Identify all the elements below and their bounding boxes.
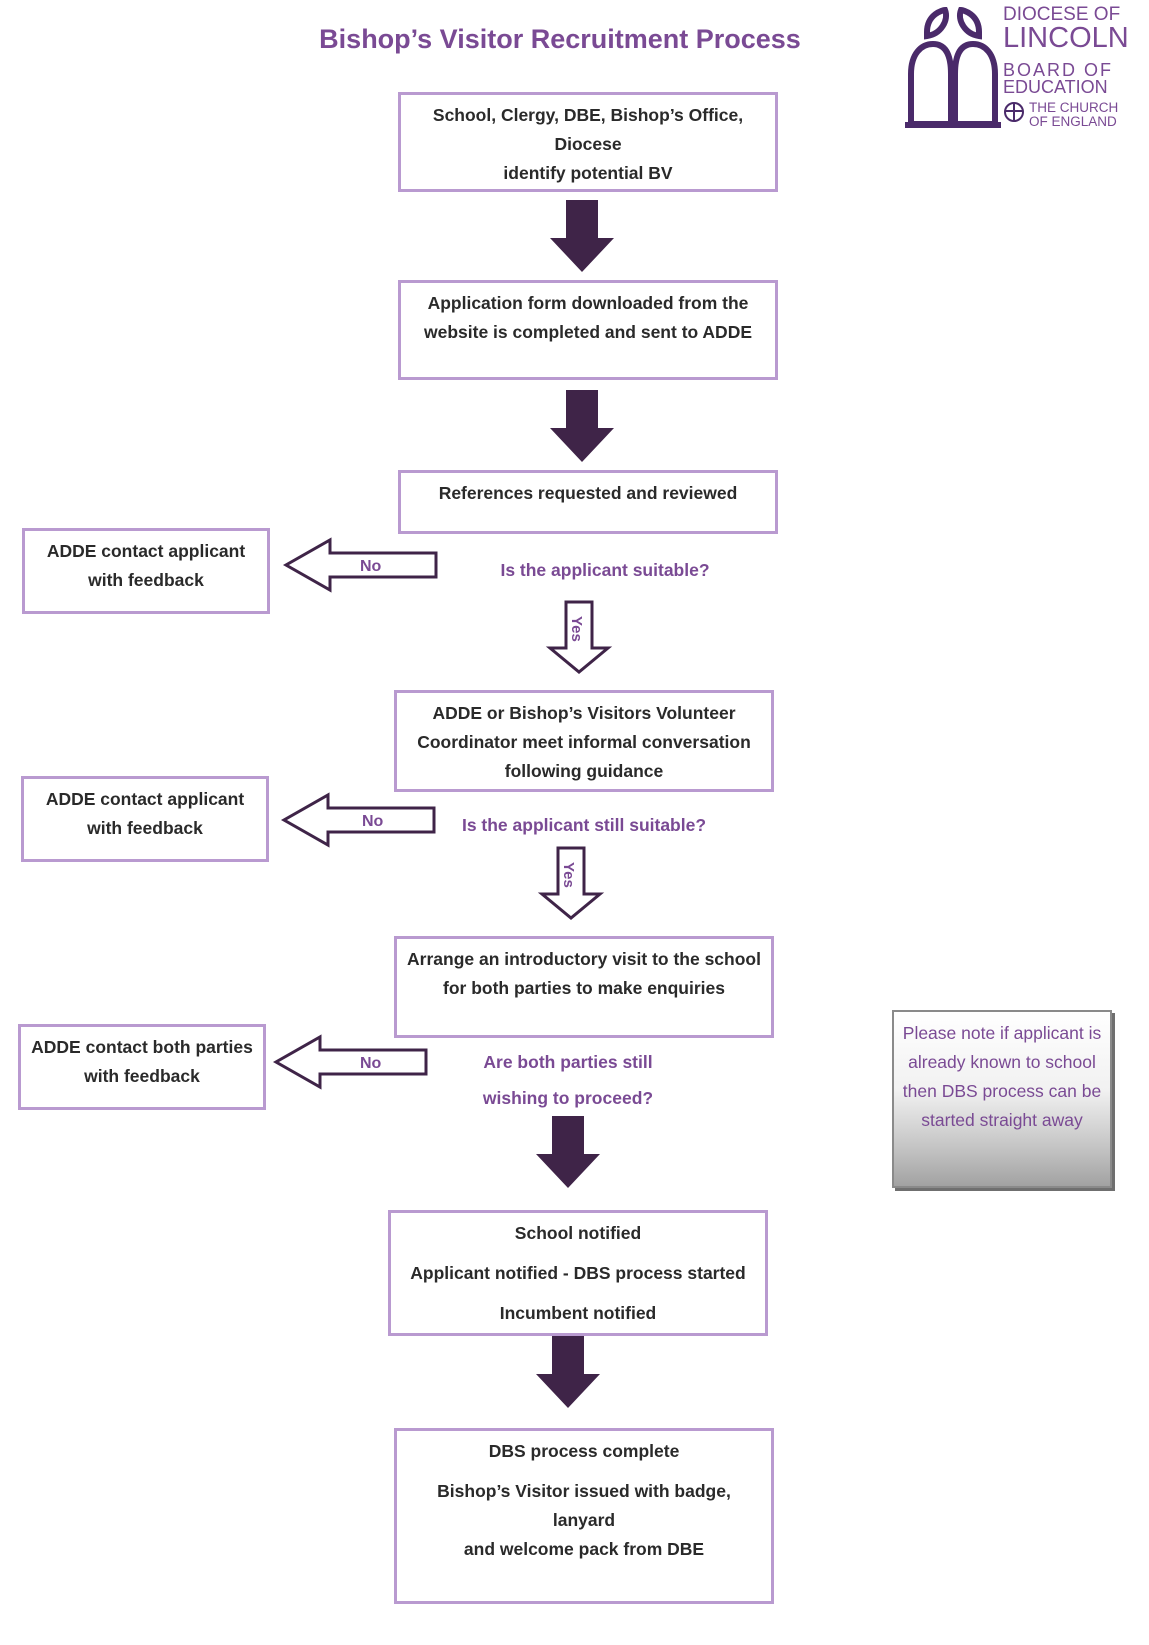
yes-arrow-label: Yes [560,862,577,888]
step-application-line: Application form downloaded from the [427,293,749,313]
step-meet-line: Coordinator meet informal conversation [417,732,751,752]
step-notified-line: School notified [514,1223,642,1243]
cathedral-arches-icon [905,6,1001,128]
feedback-line: ADDE contact both parties [31,1037,253,1057]
feedback-line: ADDE contact applicant [46,541,246,561]
feedback-box-third: ADDE contact both parties with feedback [18,1024,266,1110]
step-notified-box: School notified Applicant notified - DBS… [388,1210,768,1336]
note-line: started straight away [921,1110,1083,1130]
down-arrow-icon [536,1116,600,1188]
yes-arrow-icon [545,600,613,674]
step-visit-line: for both parties to make enquiries [443,978,725,998]
no-arrow-icon [282,537,438,593]
no-arrow-icon [280,792,436,848]
question-proceed: Are both parties still wishing to procee… [458,1044,678,1116]
down-arrow-icon [536,1336,600,1408]
yes-arrow-icon [537,846,605,920]
logo-of-england: OF ENGLAND [1029,114,1117,129]
step-notified-line: Applicant notified - DBS process started [410,1263,746,1283]
down-arrow-icon [550,200,614,272]
step-complete-line: Bishop’s Visitor issued with badge, lany… [437,1481,731,1530]
logo-education: EDUCATION [1003,77,1108,97]
feedback-box-first: ADDE contact applicant with feedback [22,528,270,614]
yes-arrow-label: Yes [568,616,585,642]
logo-board-of: BOARD OF [1003,60,1114,80]
diagram-title: Bishop’s Visitor Recruitment Process [319,24,801,54]
note-line: then DBS process can be [902,1081,1102,1101]
logo-the-church: THE CHURCH [1029,100,1119,115]
feedback-line: with feedback [88,570,204,590]
step-meet-box: ADDE or Bishop’s Visitors Volunteer Coor… [394,690,774,792]
diocese-logo: DIOCESE OF LINCOLN BOARD OF EDUCATION TH… [905,4,1135,129]
no-arrow-icon [272,1034,428,1090]
step-identify-line: identify potential BV [503,163,673,183]
step-complete-box: DBS process complete Bishop’s Visitor is… [394,1428,774,1604]
question-proceed-line: Are both parties still [483,1052,653,1072]
step-application-box: Application form downloaded from the web… [398,280,778,380]
step-notified-line: Incumbent notified [499,1303,657,1323]
step-meet-line: ADDE or Bishop’s Visitors Volunteer [432,703,736,723]
feedback-line: ADDE contact applicant [45,789,245,809]
step-identify-box: School, Clergy, DBE, Bishop’s Office, Di… [398,92,778,192]
no-arrow-label: No [360,1055,382,1072]
question-proceed-line: wishing to proceed? [482,1088,654,1108]
step-references-line: References requested and reviewed [438,483,738,503]
down-arrow-icon [550,390,614,462]
step-meet-line: following guidance [504,761,664,781]
step-references-box: References requested and reviewed [398,470,778,534]
church-cross-icon [1004,102,1024,122]
no-arrow-label: No [360,558,382,575]
note-line: Please note if applicant is [902,1023,1102,1043]
note-line: already known to school [908,1052,1096,1072]
step-complete-line: DBS process complete [488,1441,680,1461]
dbs-note-box: Please note if applicant is already know… [892,1010,1112,1188]
feedback-box-second: ADDE contact applicant with feedback [21,776,269,862]
feedback-line: with feedback [87,818,203,838]
logo-lincoln: LINCOLN [1003,22,1129,54]
feedback-line: with feedback [84,1066,200,1086]
step-identify-line: School, Clergy, DBE, Bishop’s Office, Di… [432,105,744,154]
question-suitable: Is the applicant suitable? [500,560,710,580]
logo-diocese-of: DIOCESE OF [1003,4,1121,25]
step-application-line: website is completed and sent to ADDE [423,322,753,342]
step-visit-box: Arrange an introductory visit to the sch… [394,936,774,1038]
step-visit-line: Arrange an introductory visit to the sch… [407,949,761,969]
no-arrow-label: No [362,813,384,830]
step-complete-line: and welcome pack from DBE [463,1539,705,1559]
question-still-suitable: Is the applicant still suitable? [461,815,707,835]
